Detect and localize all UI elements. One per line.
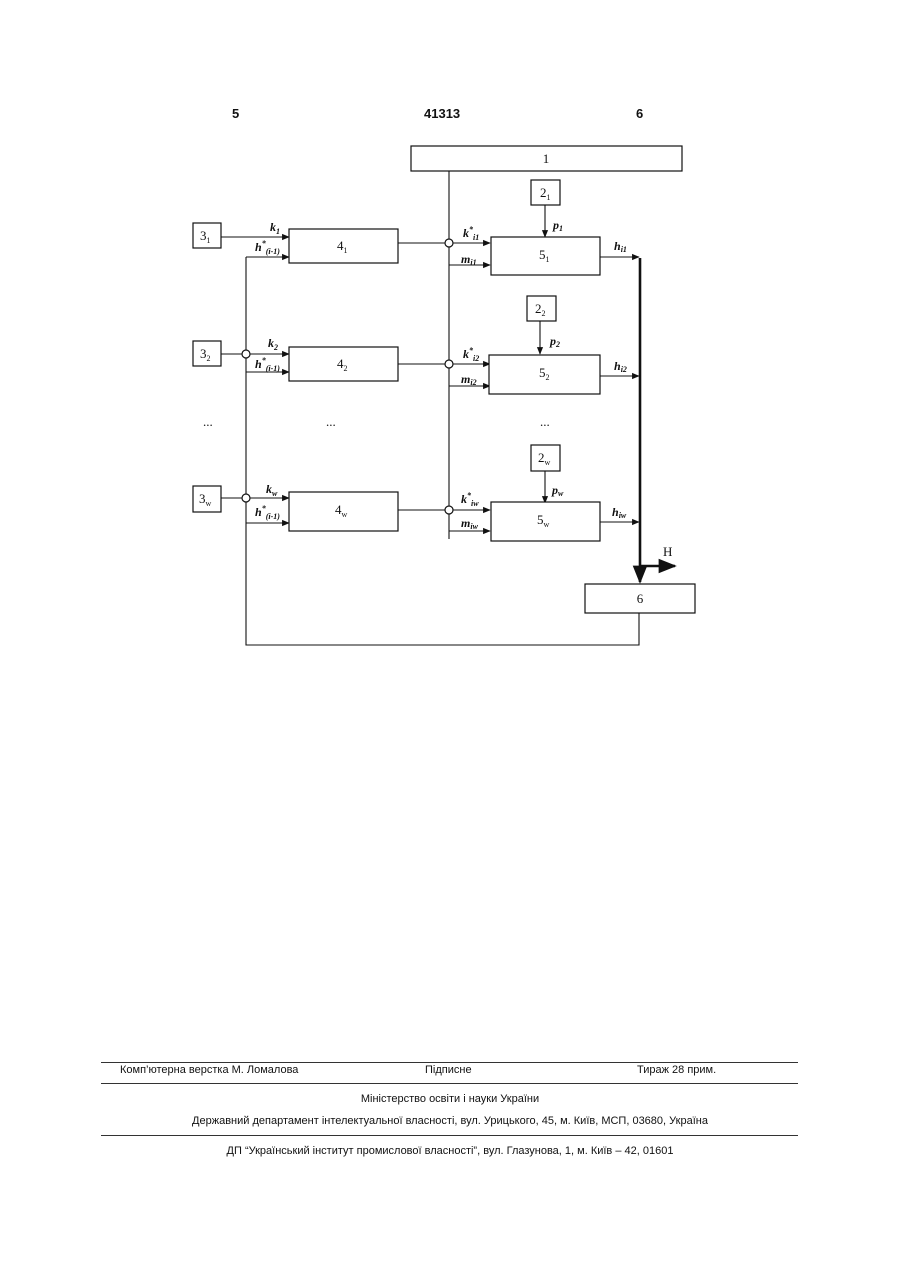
signal-kstar-i2: k*i2 <box>463 346 479 363</box>
block-4-2: 42 <box>289 347 398 381</box>
block-diagram: 1 21 22 2w 31 32 3w 41 <box>0 0 900 680</box>
signal-h-iw: hiw <box>612 505 627 520</box>
block-2-1: 21 <box>531 180 560 205</box>
footer-department: Державний департамент інтелектуальної вл… <box>0 1115 900 1127</box>
footer-signed: Підписне <box>425 1064 472 1076</box>
footer-circulation: Тираж 28 прим. <box>637 1064 716 1076</box>
footer-rule-top <box>101 1062 798 1063</box>
block-4-2-sub: 2 <box>344 364 348 373</box>
signal-kstar-iw: k*iw <box>461 491 479 508</box>
feedback-junction-w <box>242 494 250 502</box>
block-5-1: 51 <box>491 237 600 275</box>
footer-rule-middle <box>101 1083 798 1084</box>
bus-junction-1 <box>445 239 453 247</box>
block-4-1: 41 <box>289 229 398 263</box>
signal-hprev-w: h*(i-1) <box>255 504 280 521</box>
signal-hprev-1: h*(i-1) <box>255 239 280 256</box>
block-5-1-sub: 1 <box>546 255 550 264</box>
ellipsis-3: ... <box>203 414 213 429</box>
bus-junction-w <box>445 506 453 514</box>
block-2-w-sub: w <box>545 458 551 467</box>
ellipsis-4: ... <box>326 414 336 429</box>
block-3-w: 3w <box>193 486 221 512</box>
signal-p1: p1 <box>552 218 563 233</box>
block-2-w: 2w <box>531 445 560 471</box>
block-5-2-sub: 2 <box>546 373 550 382</box>
block-5-2: 52 <box>489 355 600 394</box>
ellipsis-5: ... <box>540 414 550 429</box>
signal-hprev-2: h*(i-1) <box>255 356 280 373</box>
signal-h-i1: hi1 <box>614 239 627 254</box>
block-1-label: 1 <box>543 151 550 166</box>
block-4-w: 4w <box>289 492 398 531</box>
signal-kstar-i1: k*i1 <box>463 225 479 242</box>
feedback-line <box>246 257 639 645</box>
block-3-2-sub: 2 <box>207 354 211 363</box>
signal-m-iw: miw <box>461 516 479 531</box>
feedback-junction-2 <box>242 350 250 358</box>
signal-h-i2: hi2 <box>614 359 627 374</box>
signal-m-i1: mi1 <box>461 252 477 267</box>
signal-kw: kw <box>266 482 278 498</box>
signal-p2: p2 <box>549 334 560 349</box>
block-3-1-sub: 1 <box>207 236 211 245</box>
footer-typesetting: Комп’ютерна верстка М. Ломалова <box>120 1064 298 1076</box>
block-1: 1 <box>411 146 682 171</box>
block-3-2: 32 <box>193 341 221 366</box>
block-5-w: 5w <box>491 502 600 541</box>
footer-rule-bottom <box>101 1135 798 1136</box>
block-3-1: 31 <box>193 223 221 248</box>
block-3-w-sub: w <box>206 499 212 508</box>
signal-m-i2: mi2 <box>461 372 477 387</box>
block-4-w-sub: w <box>342 510 348 519</box>
block-4-1-sub: 1 <box>344 246 348 255</box>
block-5-w-sub: w <box>544 520 550 529</box>
block-6-label: 6 <box>637 591 644 606</box>
signal-k1: k1 <box>270 220 280 236</box>
block-6: 6 <box>585 584 695 613</box>
signal-pw: pw <box>551 483 564 498</box>
bus-junction-2 <box>445 360 453 368</box>
block-2-2-sub: 2 <box>542 309 546 318</box>
ellipsis-marks: ... ... ... <box>203 414 550 429</box>
signal-k2: k2 <box>268 336 278 352</box>
output-label-h: H <box>663 544 672 559</box>
footer-institute: ДП “Український інститут промислової вла… <box>0 1145 900 1157</box>
block-2-2: 22 <box>527 296 556 321</box>
block-2-1-sub: 1 <box>547 193 551 202</box>
footer-ministry: Міністерство освіти і науки України <box>0 1093 900 1105</box>
